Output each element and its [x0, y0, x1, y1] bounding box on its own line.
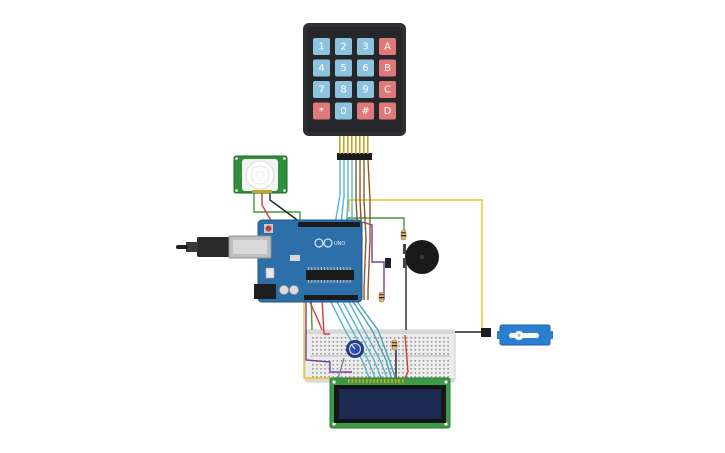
lcd-pin [351, 379, 354, 383]
wire-red-lcd [404, 334, 409, 379]
keypad-key[interactable]: * [313, 102, 330, 120]
keypad-key-label: 5 [340, 63, 346, 74]
keypad-key[interactable]: 4 [313, 59, 330, 77]
digital-header [298, 222, 360, 227]
lcd-pin [398, 379, 400, 383]
servo-horn [509, 333, 539, 338]
atmega-chip [306, 270, 354, 280]
resistor-2 [378, 291, 385, 303]
usb-cable-plug [197, 237, 230, 257]
keypad-key-label: # [361, 106, 369, 117]
lcd-pin [366, 379, 368, 383]
lcd-pin [355, 379, 357, 383]
keypad-key-label: A [384, 42, 391, 53]
keypad-connector [337, 153, 372, 160]
analog-header [304, 295, 358, 300]
lcd-pin [387, 379, 390, 383]
wire-black-pir [269, 190, 301, 223]
keypad-key[interactable]: B [379, 59, 396, 77]
lcd-pin [391, 379, 393, 383]
keypad-key[interactable]: 3 [357, 38, 374, 55]
keypad-key[interactable]: 5 [335, 59, 352, 77]
lcd-display [329, 377, 451, 429]
pir-sensor [233, 155, 288, 194]
wire-lcd-d4 [347, 299, 389, 381]
wire-lcd-d5 [351, 299, 393, 381]
keypad-key-label: D [384, 106, 392, 117]
keypad-key[interactable]: 2 [335, 38, 352, 55]
keypad-keys: 1 2 3 A 4 5 6 B 7 8 9 C * 0 # D [313, 38, 396, 120]
wire-purple-a [361, 221, 385, 300]
lcd-pin [362, 379, 364, 383]
keypad-key-label: 9 [362, 85, 368, 96]
keypad-key-label: 0 [340, 106, 346, 117]
keypad-pin [343, 136, 345, 154]
keypad-pins [339, 136, 369, 154]
lcd-pin [348, 379, 350, 383]
keypad-key-label: * [319, 106, 324, 117]
wire-lcd-d6 [355, 299, 397, 381]
keypad-key[interactable]: D [379, 102, 396, 120]
keypad-key-label: B [384, 63, 391, 74]
keypad-pin [355, 136, 357, 154]
keypad-key[interactable]: 8 [335, 81, 352, 98]
keypad-key-label: 4 [318, 63, 324, 74]
arduino-uno: UNO [176, 219, 363, 303]
keypad-key-label: 8 [340, 85, 346, 96]
lcd-pins [348, 379, 404, 383]
keypad-pin [339, 136, 341, 154]
wire-green-pir [253, 190, 301, 222]
keypad-pin [359, 136, 361, 154]
small-component [385, 258, 391, 268]
power-jack [254, 284, 276, 299]
keypad-pin [347, 136, 349, 154]
wire-lcd-d3 [341, 299, 383, 381]
breadboard [304, 329, 456, 383]
lcd-pin [358, 379, 361, 383]
pir-dome [245, 160, 275, 190]
lcd-pin [394, 379, 397, 383]
resistor-3 [391, 339, 398, 351]
keypad-key[interactable]: 1 [313, 38, 330, 55]
keypad-key-label: 2 [340, 42, 346, 53]
arduino-model-label: UNO [334, 241, 345, 247]
potentiometer [346, 340, 364, 358]
lcd-pin [384, 379, 386, 383]
lcd-pin [373, 379, 375, 383]
wire-gray [337, 357, 345, 379]
lcd-pin [380, 379, 382, 383]
keypad-key-label: 6 [362, 63, 368, 74]
buzzer [403, 240, 439, 274]
keypad-key[interactable]: A [379, 38, 396, 55]
keypad-key[interactable]: 6 [357, 59, 374, 77]
lcd-pin [369, 379, 372, 383]
lcd-screen [339, 389, 441, 419]
keypad-key[interactable]: # [357, 102, 374, 120]
keypad-key[interactable]: 9 [357, 81, 374, 98]
keypad-pin [351, 136, 353, 154]
servo-motor [481, 324, 553, 346]
resistor-1 [400, 229, 407, 241]
keypad-key[interactable]: 7 [313, 81, 330, 98]
keypad-key-label: C [384, 85, 391, 96]
keypad-key[interactable]: 0 [335, 102, 352, 120]
keypad-key-label: 7 [318, 85, 324, 96]
keypad-key-label: 3 [362, 42, 368, 53]
lcd-pin [376, 379, 379, 383]
keypad-key-label: 1 [318, 42, 324, 53]
keypad-pin [363, 136, 365, 154]
lcd-pin [402, 379, 404, 383]
keypad-key[interactable]: C [379, 81, 396, 98]
wire-red-vcc [321, 299, 330, 335]
keypad: 1 2 3 A 4 5 6 B 7 8 9 C * 0 # D [303, 23, 406, 160]
wire-keypad-8 [367, 159, 371, 300]
wire-keypad-7 [363, 160, 367, 300]
wire-purple-b [305, 222, 352, 373]
keypad-pin [367, 136, 369, 154]
